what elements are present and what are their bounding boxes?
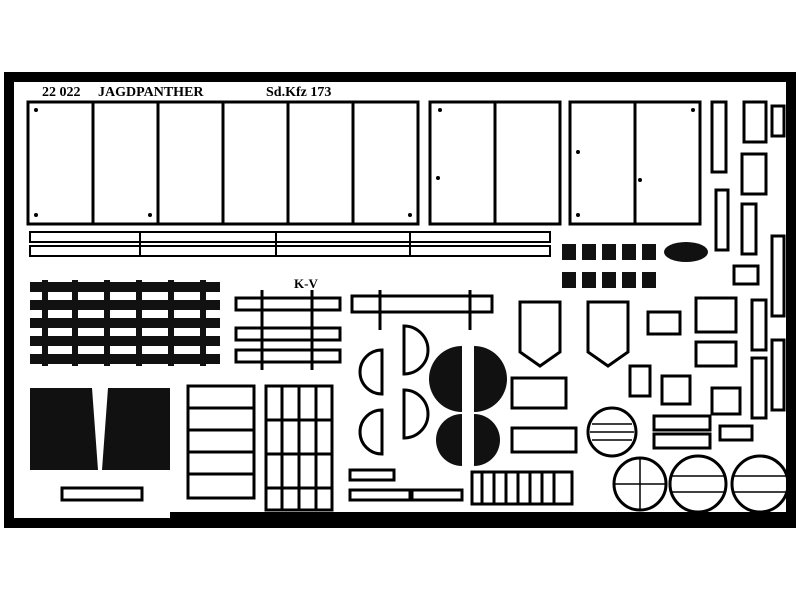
hatch-halves: [358, 324, 430, 456]
fret-sdkfz-label: Sd.Kfz 173: [266, 85, 331, 100]
engine-grilles: [186, 384, 334, 512]
tool-brackets: [234, 290, 494, 370]
copyright-text: © EDUARD 1999: [176, 511, 281, 526]
fender-plates-left: [26, 100, 420, 226]
fret-code: 22 022: [42, 85, 81, 100]
section-marker: K-V: [294, 276, 318, 291]
side-skirt-parts: [30, 388, 170, 502]
long-strips: [29, 231, 551, 257]
fret-model-name: JAGDPANTHER: [98, 85, 204, 100]
right-column-parts: [710, 100, 786, 420]
small-brackets: [348, 376, 578, 506]
fender-plates-right: [568, 100, 702, 226]
fender-plates-middle: [428, 100, 562, 226]
vision-blocks: [429, 346, 507, 466]
periscope-guards: [562, 242, 708, 288]
fender-rivets: [34, 108, 695, 217]
mid-right-parts: [518, 296, 754, 450]
track-link-rows: [30, 280, 220, 366]
fan-grille-mesh: [590, 423, 786, 510]
